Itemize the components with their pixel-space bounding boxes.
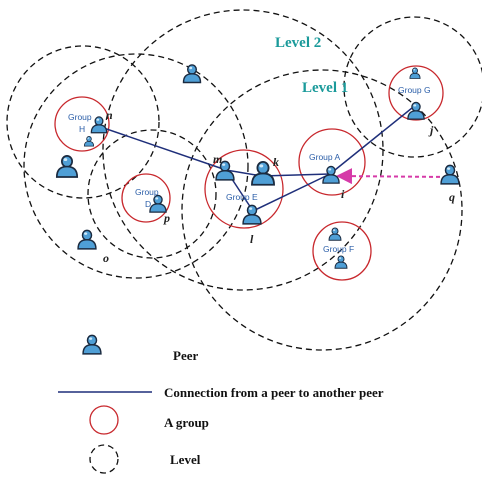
node-q-label: q: [449, 190, 455, 204]
group-d-label-line1: Group: [135, 187, 159, 197]
legend-level-icon: [89, 444, 119, 474]
peers: [55, 64, 460, 269]
legend-peer-icon: [82, 334, 102, 355]
level-circle-level1: [181, 69, 463, 351]
level-circle-left-large: [23, 53, 249, 279]
legend-peer-label: Peer: [173, 348, 198, 363]
group-f-label: Group F: [323, 244, 354, 254]
legend-level-label: Level: [170, 452, 201, 467]
peer-icon-g-top: [409, 67, 421, 79]
peer-icon-q: [440, 164, 460, 185]
group-circle-a: [298, 128, 366, 196]
level1-label: Level 1: [302, 80, 348, 96]
peer-icon-n: [90, 116, 108, 134]
level-circle-h: [6, 45, 160, 199]
connection-i-j: [329, 107, 413, 175]
legend: Peer Connection from a peer to another p…: [58, 334, 384, 474]
connection-l-i: [252, 173, 331, 212]
peer-icon-o: [77, 229, 97, 250]
node-n-label: n: [106, 108, 113, 122]
legend-connection-label: Connection from a peer to another peer: [164, 385, 384, 400]
peer-icon-j: [407, 101, 425, 120]
legend-group-label: A group: [164, 415, 209, 430]
peer-icon-h-small: [83, 136, 95, 147]
group-circles: [54, 65, 444, 281]
group-circle-e: [204, 149, 284, 229]
legend-group-icon: [89, 405, 119, 435]
peer-icon-top-center: [182, 64, 202, 84]
node-m-label: m: [213, 152, 222, 166]
group-h-label-line2: H: [79, 124, 85, 134]
connection-k-i: [261, 173, 331, 177]
level-circles: [6, 9, 482, 351]
node-j-label: j: [428, 123, 434, 137]
group-a-label: Group A: [309, 152, 341, 162]
connection-n-m: [94, 124, 227, 171]
arrow-q-to-i: [336, 168, 448, 185]
level-circle-d: [87, 129, 217, 259]
group-circle-h: [54, 96, 110, 152]
group-circle-g: [388, 65, 444, 121]
group-g-label: Group G: [398, 85, 431, 95]
peer-icon-p: [149, 194, 167, 213]
peer-icon-left: [55, 155, 79, 178]
group-circle-f: [312, 221, 372, 281]
node-o-label: o: [103, 251, 109, 265]
group-e-label: Group E: [226, 192, 258, 202]
peer-icon-k: [251, 160, 275, 186]
node-p-label: p: [163, 211, 170, 225]
level2-label: Level 2: [275, 35, 321, 51]
node-l-label: l: [250, 232, 254, 246]
peer-icon-f1: [328, 227, 342, 241]
peer-icon-f2: [334, 255, 348, 269]
group-d-label-line2: D: [145, 199, 151, 209]
group-h-label-line1: Group: [68, 112, 92, 122]
group-circle-d: [121, 173, 171, 223]
node-i-label: i: [341, 187, 345, 201]
node-k-label: k: [273, 155, 279, 169]
